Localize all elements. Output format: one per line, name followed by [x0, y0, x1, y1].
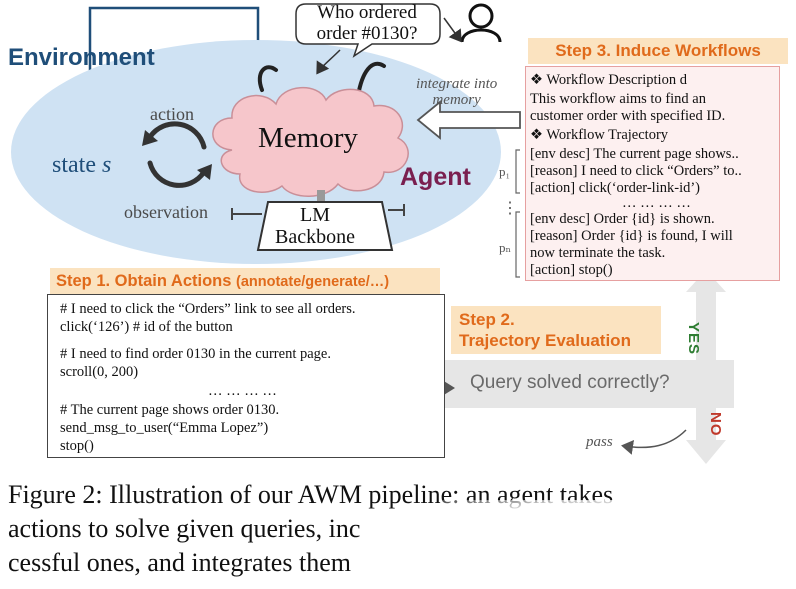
- step1-title: Step 1. Obtain Actions (annotate/generat…: [50, 268, 440, 295]
- yes-label: YES: [685, 322, 702, 356]
- memory-stem: [317, 190, 325, 202]
- speech-bubble: [295, 3, 441, 58]
- action-line: # The current page shows order 0130.: [60, 402, 280, 418]
- pn-label: pₙ: [499, 240, 512, 255]
- cycle-icon: [147, 121, 207, 188]
- workflow-line: [env desc] Order {id} is shown.: [530, 211, 715, 227]
- query-solved-label: Query solved correctly?: [470, 372, 670, 393]
- action-line: click(‘126’) # id of the button: [60, 319, 233, 335]
- lm-backbone-shape: [256, 201, 394, 251]
- integrate-arrow: [416, 100, 521, 140]
- workflow-desc-heading: ❖ Workflow Description d: [530, 72, 687, 88]
- action-line: # I need to find order 0130 in the curre…: [60, 346, 331, 362]
- state-label: state s: [52, 152, 111, 179]
- memory-cloud: [212, 86, 409, 197]
- workflow-line: [reason] I need to click “Orders” to..: [530, 163, 742, 179]
- action-line: scroll(0, 200): [60, 364, 139, 380]
- lm-arms: [231, 204, 405, 220]
- actions-box: # I need to click the “Orders” link to s…: [47, 294, 445, 458]
- step1-subtitle: (annotate/generate/…): [236, 274, 390, 290]
- workflow-line: [action] stop(): [530, 262, 613, 278]
- step2-title-line1: Step 2.: [459, 310, 515, 329]
- vdots-label: ⋮: [502, 200, 518, 217]
- p1-label: p₁: [499, 164, 511, 179]
- action-line: stop(): [60, 438, 94, 454]
- figure-caption: Figure 2: Illustration of our AWM pipeli…: [8, 478, 794, 580]
- workflow-line: now terminate the task.: [530, 245, 666, 261]
- caption-line-2: actions to solve given queries, inc: [8, 514, 361, 543]
- action-ellipsis: … … … …: [208, 383, 277, 399]
- step3-title: Step 3. Induce Workflows: [528, 38, 788, 64]
- action-line: send_msg_to_user(“Emma Lopez”): [60, 420, 269, 436]
- query-to-agent-arrow: [316, 49, 341, 75]
- action-label: action: [150, 104, 194, 124]
- lm-backbone-label: LM Backbone: [275, 204, 355, 248]
- step1-title-text: Step 1. Obtain Actions: [56, 272, 232, 290]
- query-arrow: [443, 17, 462, 43]
- pass-label: pass: [586, 434, 613, 450]
- workflow-line: This workflow aims to find an: [530, 91, 706, 107]
- user-query-text: Who ordered order #0130?: [316, 2, 418, 44]
- no-label: NO: [707, 412, 724, 437]
- agent-label: Agent: [400, 163, 471, 191]
- workflow-box: ❖ Workflow Description d This workflow a…: [525, 66, 780, 281]
- workflow-ellipsis: … … … …: [622, 195, 691, 211]
- step2-title: Step 2. Trajectory Evaluation: [451, 306, 661, 354]
- evaluation-arrow: [444, 270, 734, 464]
- workflow-line: [action] click(‘order-link-id’): [530, 180, 700, 196]
- observation-label: observation: [124, 202, 208, 222]
- caption-line-3: cessful ones, and integrates them: [8, 548, 351, 577]
- pass-arrow: [621, 429, 687, 455]
- caption-line-1: Figure 2: Illustration of our AWM pipeli…: [8, 480, 614, 509]
- environment-label: Environment: [8, 44, 155, 71]
- action-line: # I need to click the “Orders” link to s…: [60, 301, 356, 317]
- state-text: state: [52, 152, 96, 178]
- step2-title-line2: Trajectory Evaluation: [459, 331, 631, 350]
- workflow-line: [reason] Order {id} is found, I will: [530, 228, 733, 244]
- integrate-label: integrate into memory: [416, 76, 498, 108]
- user-icon: [460, 3, 502, 43]
- memory-label: Memory: [258, 122, 358, 154]
- workflow-line: [env desc] The current page shows..: [530, 146, 739, 162]
- workflow-trajectory-heading: ❖ Workflow Trajectory: [530, 127, 669, 143]
- state-variable: s: [101, 152, 112, 178]
- workflow-line: customer order with specified ID.: [530, 108, 726, 124]
